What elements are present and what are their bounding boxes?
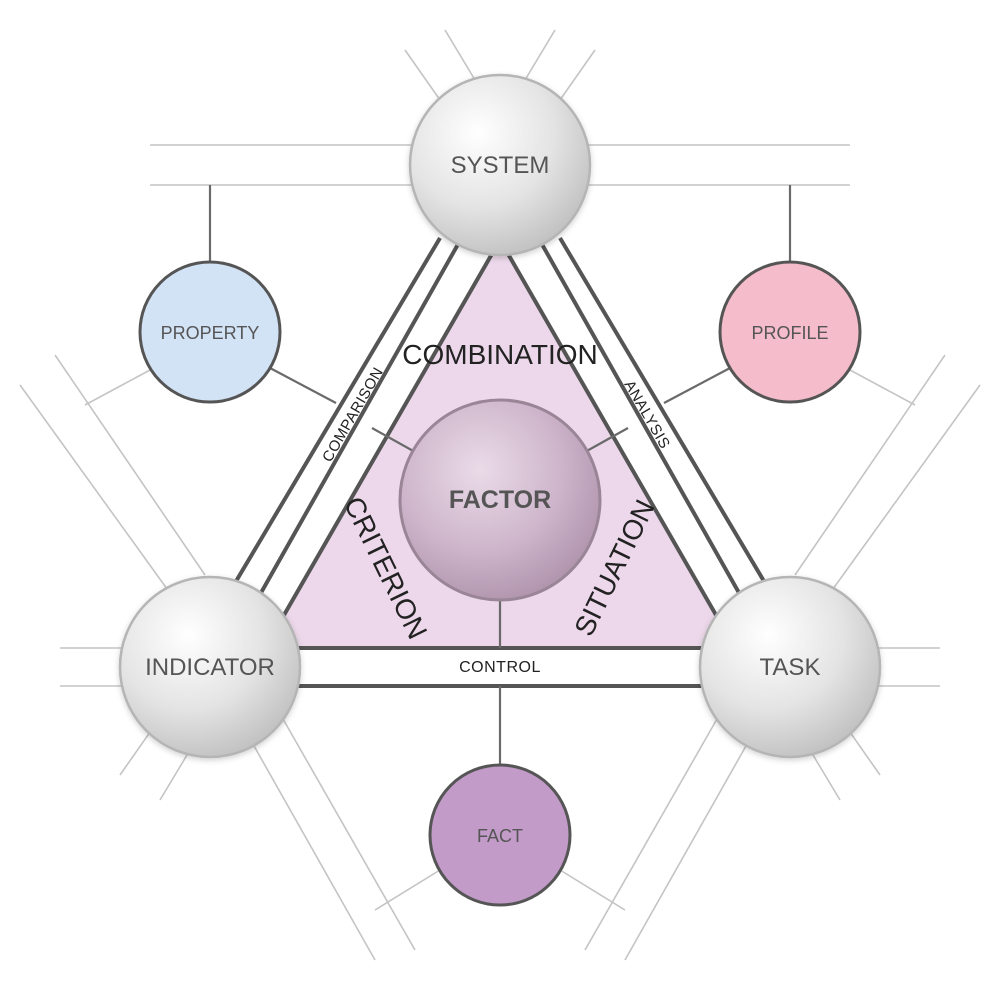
outer-connectors [208,185,792,765]
node-profile-label: PROFILE [751,323,828,343]
node-system-label: SYSTEM [451,152,550,179]
node-system[interactable]: SYSTEM [408,73,592,257]
node-task-label: TASK [760,654,821,681]
inner-connectors [371,427,629,648]
node-factor[interactable]: FACTOR [398,398,602,602]
node-task[interactable]: TASK [698,575,882,759]
node-profile[interactable]: PROFILE [718,260,862,404]
node-property[interactable]: PROPERTY [138,260,282,404]
edge-label-control: CONTROL [459,659,541,676]
node-fact[interactable]: FACT [428,763,572,907]
node-factor-label: FACTOR [449,486,551,514]
node-fact-label: FACT [477,826,523,846]
node-property-label: PROPERTY [161,323,260,343]
region-label-combination: COMBINATION [402,339,597,370]
node-indicator[interactable]: INDICATOR [118,575,302,759]
node-indicator-label: INDICATOR [145,654,275,681]
